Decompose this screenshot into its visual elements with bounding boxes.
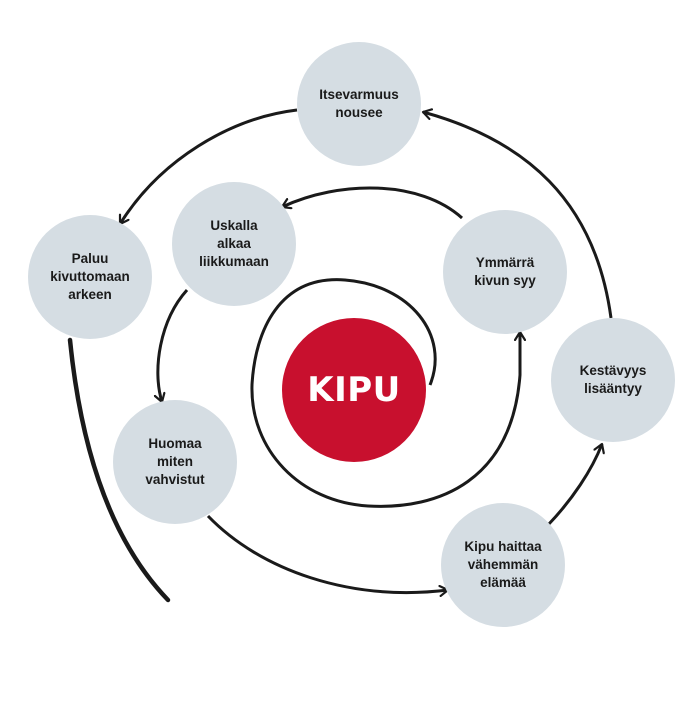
node-ymmarra-kivun-syy: Ymmärrä kivun syy (443, 210, 567, 334)
node-uskalla-alkaa-liikkumaan: Uskalla alkaa liikkumaan (172, 182, 296, 306)
node-kipu-haittaa-vahemman-elamaa: Kipu haittaa vähemmän elämää (441, 503, 565, 627)
kipu-label: KIPU (307, 370, 401, 410)
node-huomaa-miten-vahvistut: Huomaa miten vahvistut (113, 400, 237, 524)
node-label: Uskalla alkaa liikkumaan (199, 218, 269, 269)
arrow-kestavyys-to-itsevarmuus (423, 112, 613, 319)
node-label: Huomaa miten vahvistut (145, 436, 205, 487)
node-label: Kestävyys lisääntyy (579, 363, 647, 396)
arrow-huomaa-to-kipuhaittaa (206, 514, 448, 593)
node-label: Itsevarmuus nousee (319, 87, 399, 120)
node-label: Kipu haittaa vähemmän elämää (464, 539, 542, 590)
node-kestavyys-lisaantyy: Kestävyys lisääntyy (551, 318, 675, 442)
kipu-center-circle: KIPU (282, 318, 426, 462)
arrow-uskalla-to-huomaa (158, 288, 189, 402)
arrow-itsevarmuus-to-paluu (118, 108, 298, 224)
node-label: Paluu kivuttomaan arkeen (50, 251, 130, 302)
node-label: Ymmärrä kivun syy (474, 255, 536, 288)
node-paluu-kivuttomaan-arkeen: Paluu kivuttomaan arkeen (28, 215, 152, 339)
node-itsevarmuus-nousee: Itsevarmuus nousee (297, 42, 421, 166)
outer-spiral-tail (67, 337, 171, 603)
arrow-ymmarra-to-uskalla (282, 186, 464, 220)
arrow-kipu-to-ymmarra (250, 278, 520, 508)
arrow-kipuhaittaa-to-kestavyys (546, 444, 602, 527)
